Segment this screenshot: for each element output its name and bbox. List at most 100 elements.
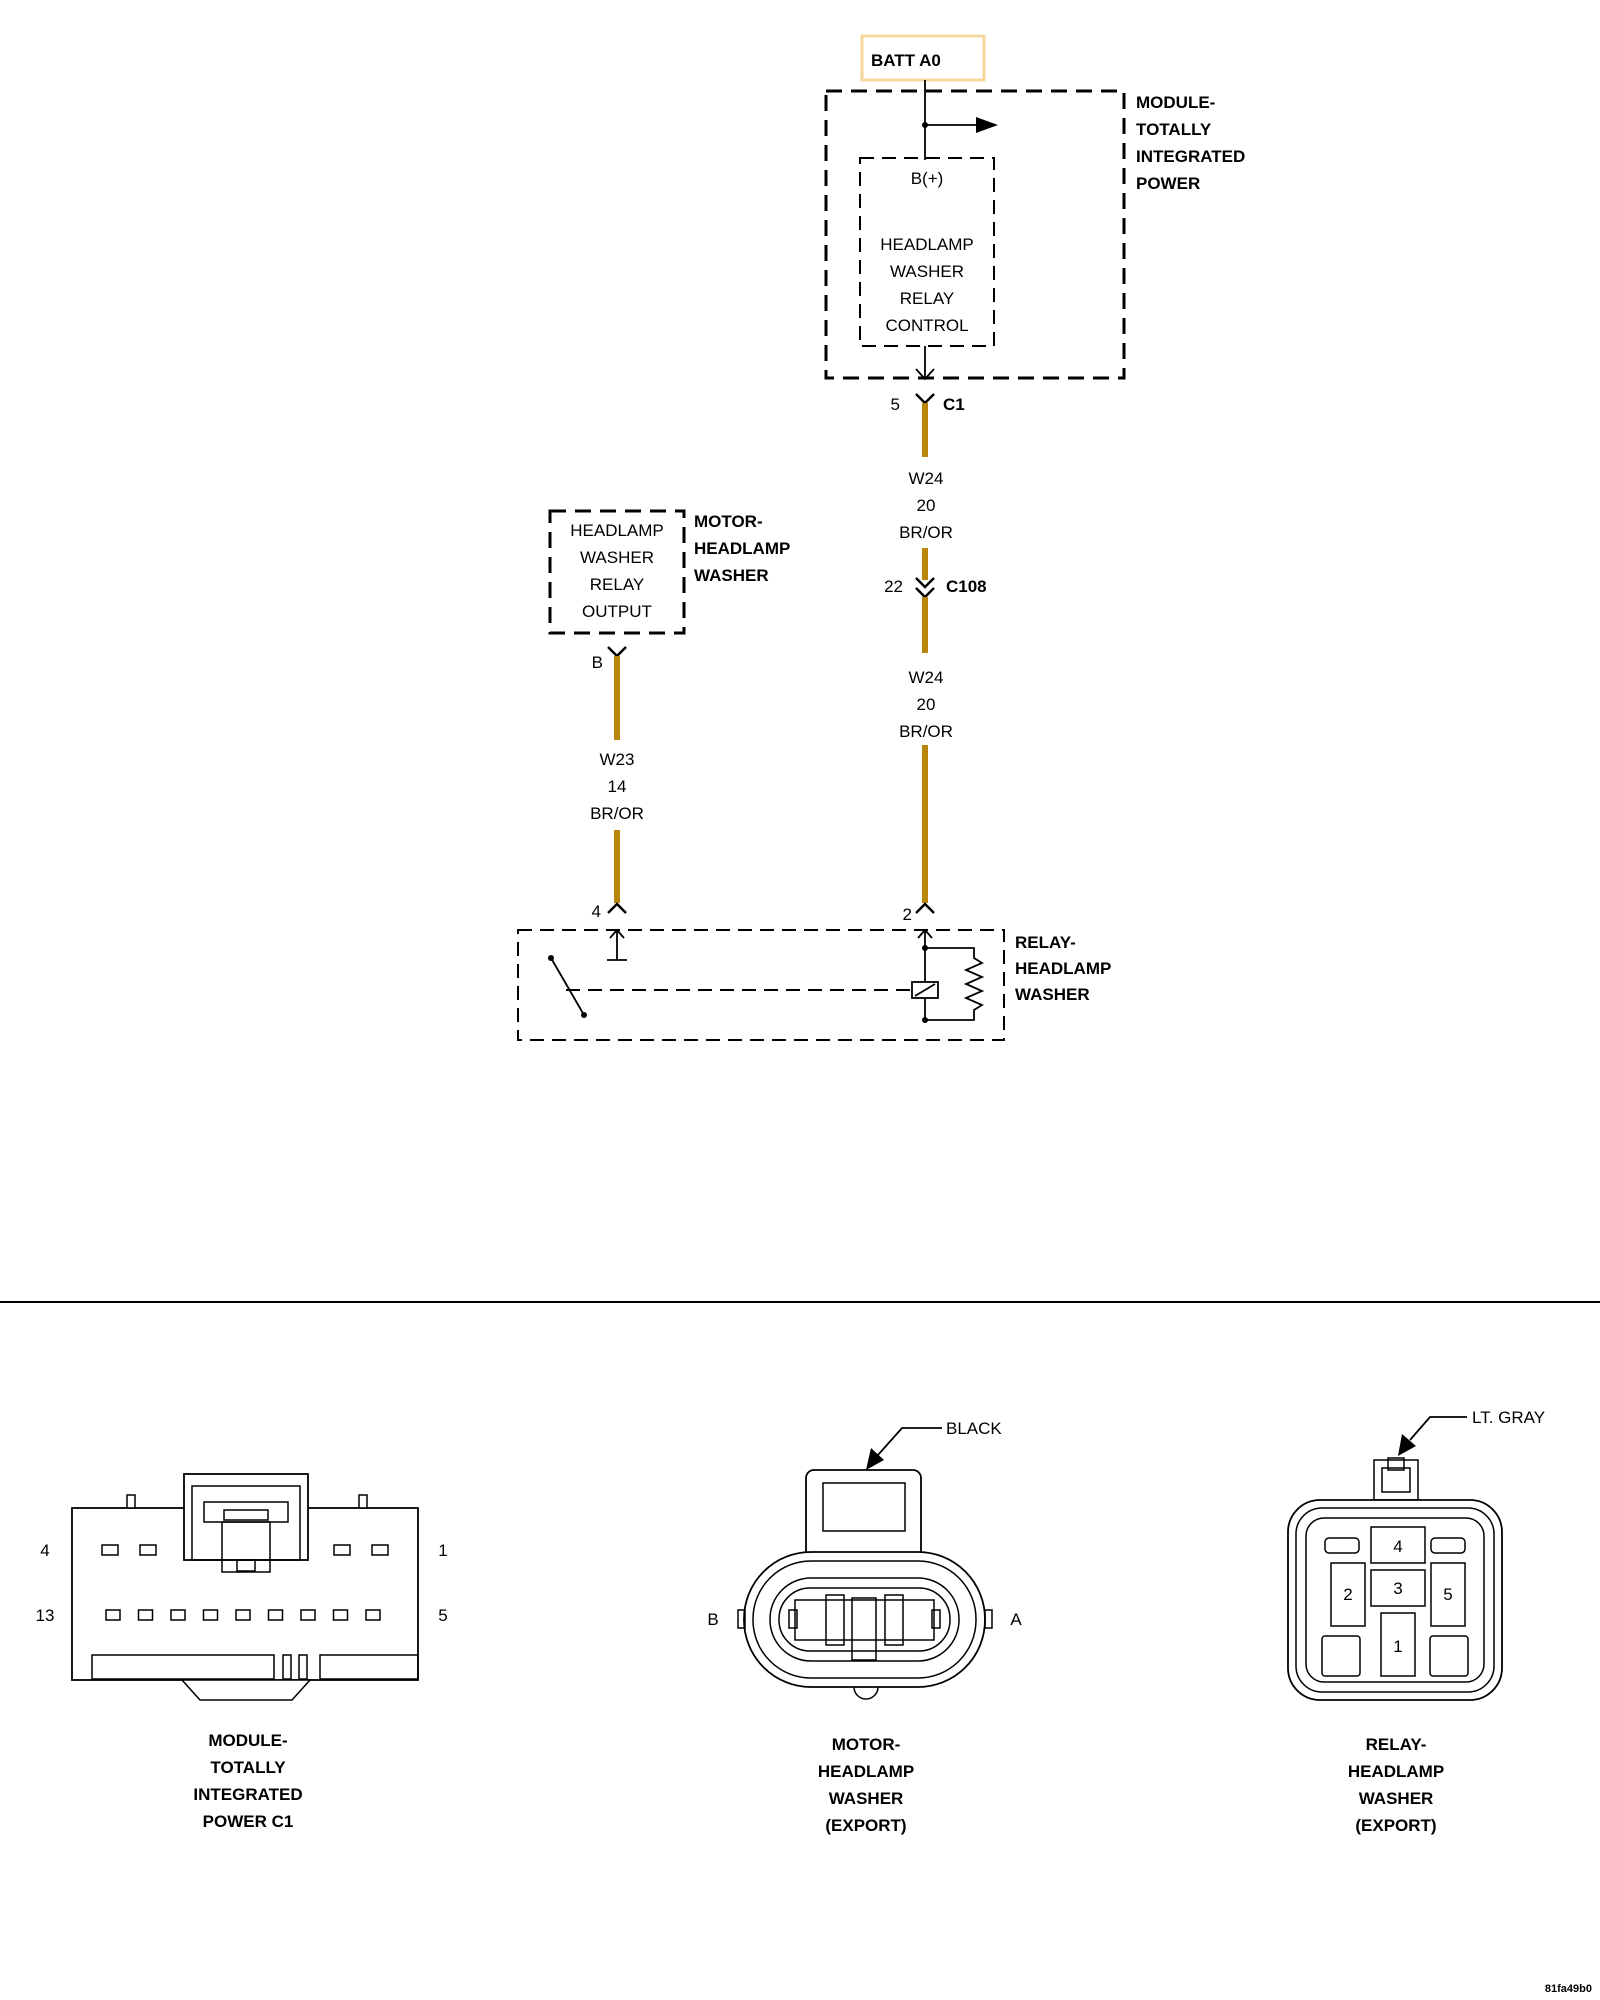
motor-inner-line-3: RELAY xyxy=(590,575,645,594)
motor-conn-terminal-b xyxy=(825,1594,845,1646)
relay-conn-cavity-3 xyxy=(1370,1569,1426,1607)
motor-conn-housing xyxy=(743,1551,986,1688)
relay-conn-pin-3: 3 xyxy=(1393,1579,1402,1598)
tipm-c1-pin-5: 5 xyxy=(438,1606,447,1625)
relay-pin-4-symbol xyxy=(607,902,627,914)
c1-pin-number: 5 xyxy=(891,395,900,414)
tipm-name-line-2: TOTALLY xyxy=(1136,120,1212,139)
relay-pin-2-symbol xyxy=(915,902,935,914)
tipm-c1-tab-right xyxy=(358,1494,368,1509)
motor-conn-leader-line xyxy=(877,1427,942,1456)
motor-conn-pin-a: A xyxy=(1010,1610,1022,1629)
w23-gauge: 14 xyxy=(608,777,627,796)
relay-conn-caption-line-1: RELAY- xyxy=(1366,1735,1427,1754)
tipm-c1-cavity xyxy=(365,1609,381,1621)
relay-conn-pin-1: 1 xyxy=(1393,1637,1402,1656)
tipm-c1-latch-stem xyxy=(221,1521,271,1573)
tipm-module-box xyxy=(824,89,1126,380)
motor-conn-caption-line-4: (EXPORT) xyxy=(825,1816,906,1835)
relay-conn-caption: RELAY- HEADLAMP WASHER (EXPORT) xyxy=(1348,1735,1444,1835)
relay-coil-slash xyxy=(914,983,936,997)
tipm-c1-cavity xyxy=(202,1609,219,1621)
switch-end-dot xyxy=(581,1012,587,1018)
relay-name-line-3: WASHER xyxy=(1015,985,1090,1004)
relay-conn-slot-bottom-right xyxy=(1429,1635,1469,1677)
relay-conn-pin-2: 2 xyxy=(1343,1585,1352,1604)
w24-lower-gauge: 20 xyxy=(917,695,936,714)
motor-inner-line-2: WASHER xyxy=(580,548,654,567)
relay-switch-blade xyxy=(550,957,585,1016)
motor-conn-caption-line-1: MOTOR- xyxy=(832,1735,901,1754)
motor-conn-caption-line-2: HEADLAMP xyxy=(818,1762,914,1781)
relay-conn-slot-top-right xyxy=(1430,1537,1466,1554)
tipm-name-line-3: INTEGRATED xyxy=(1136,147,1245,166)
relay-component-box xyxy=(517,929,1005,1041)
w24-upper-gauge: 20 xyxy=(917,496,936,515)
relay-conn-leader-arrow-icon xyxy=(1398,1434,1416,1456)
tipm-module-name: MODULE- TOTALLY INTEGRATED POWER xyxy=(1136,93,1245,193)
relay-conn-leader-line xyxy=(1409,1416,1467,1441)
motor-inner-line-1: HEADLAMP xyxy=(570,521,664,540)
relay-conn-caption-line-2: HEADLAMP xyxy=(1348,1762,1444,1781)
tipm-c1-caption-line-4: POWER C1 xyxy=(203,1812,294,1831)
tipm-c1-rail-mid-b xyxy=(298,1654,308,1680)
tipm-c1-pin-13: 13 xyxy=(36,1606,55,1625)
tipm-c1-rail-left xyxy=(91,1654,275,1680)
c108-symbol-bottom xyxy=(915,587,935,599)
relay-conn-latch xyxy=(1373,1459,1419,1501)
motor-inner-text: HEADLAMP WASHER RELAY OUTPUT xyxy=(570,521,664,621)
tipm-c1-rail-mid-a xyxy=(282,1654,292,1680)
relay-conn-cavity-1 xyxy=(1380,1612,1416,1677)
w23-circuit: W23 xyxy=(600,750,635,769)
motor-conn-caption-line-3: WASHER xyxy=(829,1789,904,1808)
tipm-c1-cavity xyxy=(267,1609,284,1621)
tipm-c1-cavity xyxy=(235,1609,251,1621)
w24-upper-wire-label: W24 20 BR/OR xyxy=(899,469,953,542)
relay-conn-pin-5: 5 xyxy=(1443,1585,1452,1604)
tipm-c1-cavity xyxy=(105,1609,121,1621)
tipm-c1-cavity xyxy=(170,1609,186,1621)
relay-conn-caption-line-3: WASHER xyxy=(1359,1789,1434,1808)
relay-conn-slot-top-left xyxy=(1324,1537,1360,1554)
relay-conn-cavity-2 xyxy=(1330,1562,1366,1627)
motor-component-box xyxy=(548,509,686,635)
motor-name-line-2: HEADLAMP xyxy=(694,539,790,558)
motor-conn-side-left xyxy=(788,1609,798,1629)
tipm-c1-latch xyxy=(183,1473,309,1561)
tipm-c1-cavity xyxy=(332,1609,349,1621)
tipm-c1-cavity xyxy=(371,1544,389,1556)
relay-conn-latch-inner xyxy=(1381,1467,1411,1493)
tipm-c1-tab-left xyxy=(126,1494,136,1509)
tipm-c1-bottom-key xyxy=(180,1679,312,1701)
motor-conn-side-right xyxy=(931,1609,941,1629)
motor-name-line-3: WASHER xyxy=(694,566,769,585)
relay-control-line-3: RELAY xyxy=(900,289,955,308)
c108-connector-label: C108 xyxy=(946,577,987,596)
tipm-c1-cavity xyxy=(101,1544,119,1556)
tipm-c1-bottom-cavities xyxy=(105,1609,381,1621)
motor-name-line-1: MOTOR- xyxy=(694,512,763,531)
relay-pin-4-label: 4 xyxy=(592,902,601,921)
motor-conn-ear-left xyxy=(737,1609,746,1629)
w24-upper-circuit: W24 xyxy=(909,469,944,488)
motor-pin-b-symbol xyxy=(607,646,627,658)
relay-control-line-4: CONTROL xyxy=(885,316,968,335)
relay-conn-pin-4: 4 xyxy=(1393,1537,1402,1556)
tipm-c1-pin-1: 1 xyxy=(438,1541,447,1560)
c1-connector-label: C1 xyxy=(943,395,965,414)
motor-conn-ear-right xyxy=(984,1609,993,1629)
motor-conn-terminal-a xyxy=(884,1594,904,1646)
b-plus-label: B(+) xyxy=(911,169,944,188)
relay-name-line-2: HEADLAMP xyxy=(1015,959,1111,978)
w24-lower-color: BR/OR xyxy=(899,722,953,741)
motor-conn-pin-b: B xyxy=(707,1610,718,1629)
relay-conn-face xyxy=(1305,1517,1485,1683)
tipm-c1-caption-line-2: TOTALLY xyxy=(210,1758,286,1777)
relay-conn-cavity-4 xyxy=(1370,1526,1426,1564)
w24-upper-color: BR/OR xyxy=(899,523,953,542)
w23-color: BR/OR xyxy=(590,804,644,823)
tipm-c1-latch-slot xyxy=(223,1509,269,1521)
relay-conn-color-label: LT. GRAY xyxy=(1472,1408,1545,1427)
relay-suppression-resistor-icon xyxy=(925,947,985,1021)
